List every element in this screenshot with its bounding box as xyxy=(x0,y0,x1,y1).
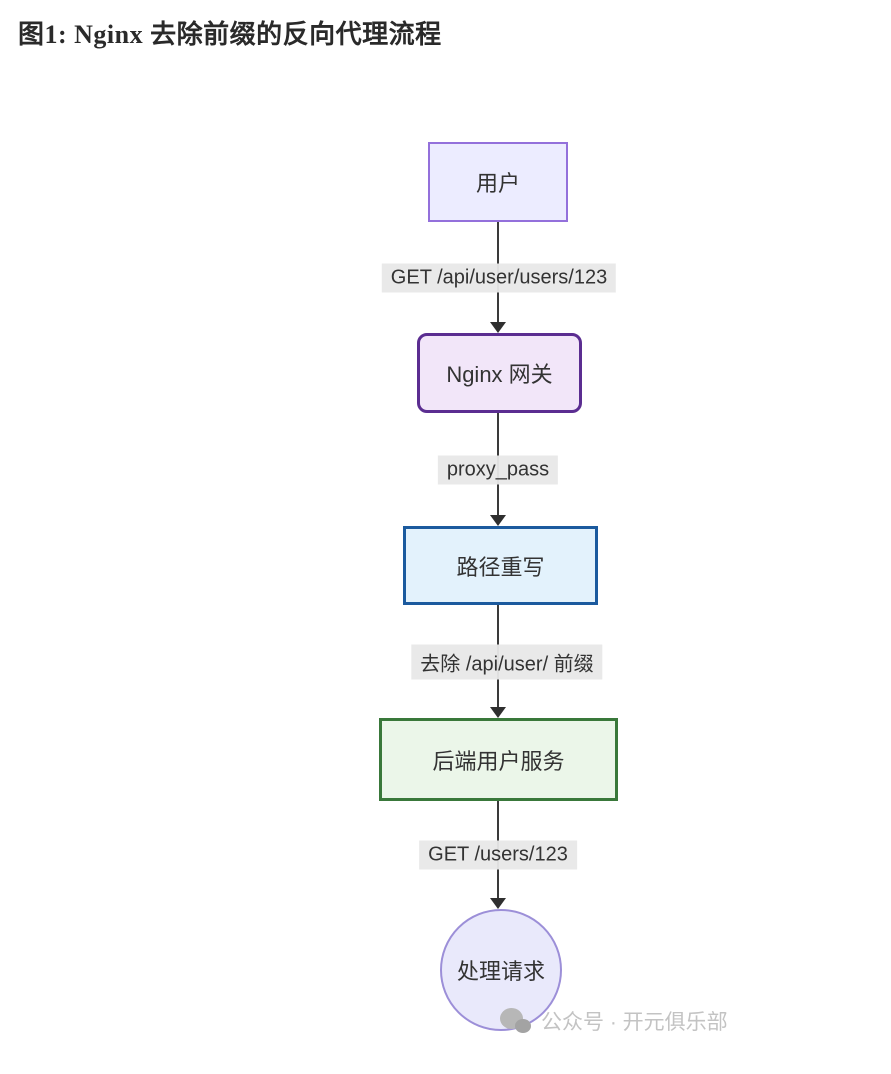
node-backend-user-service-label: 后端用户服务 xyxy=(432,748,565,774)
edge-label-strip-prefix: 去除 /api/user/ 前缀 xyxy=(411,644,603,680)
node-backend-user-service: 后端用户服务 xyxy=(379,718,618,801)
wechat-icon xyxy=(500,1005,534,1037)
node-nginx-gateway: Nginx 网关 xyxy=(417,333,582,413)
edge-label-rewritten-request: GET /users/123 xyxy=(419,840,577,870)
edge-label-proxy-pass: proxy_pass xyxy=(437,455,559,485)
node-handle-request-label: 处理请求 xyxy=(456,959,545,984)
edge-label-request: GET /api/user/users/123 xyxy=(381,263,617,293)
arrowhead-icon xyxy=(490,898,506,909)
watermark: 公众号 · 开元俱乐部 xyxy=(500,1005,728,1037)
node-nginx-gateway-label: Nginx 网关 xyxy=(446,362,553,387)
arrowhead-icon xyxy=(490,322,506,333)
arrowhead-icon xyxy=(490,707,506,718)
node-path-rewrite: 路径重写 xyxy=(403,526,598,605)
watermark-text: 公众号 · 开元俱乐部 xyxy=(541,1011,728,1034)
node-user: 用户 xyxy=(428,142,568,222)
arrowhead-icon xyxy=(490,515,506,526)
node-user-label: 用户 xyxy=(475,171,520,196)
node-handle-request: 处理请求 xyxy=(440,909,562,1031)
node-path-rewrite-label: 路径重写 xyxy=(456,554,545,580)
page-title: 图1: Nginx 去除前缀的反向代理流程 xyxy=(18,20,442,49)
